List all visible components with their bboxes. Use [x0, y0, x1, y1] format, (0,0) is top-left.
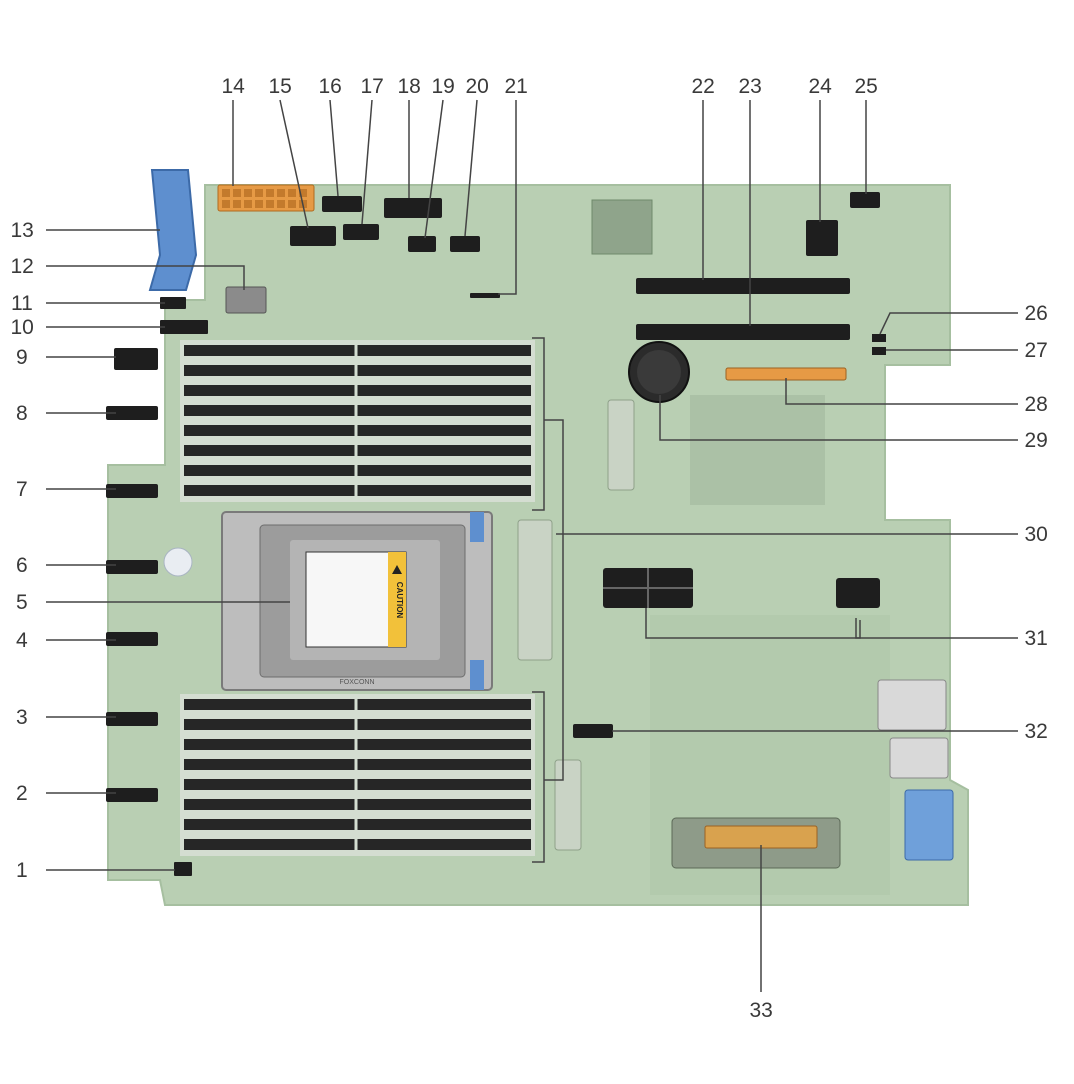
pcie-area — [636, 192, 886, 381]
rj45-port — [877, 679, 947, 731]
callout-26: 26 — [1024, 301, 1048, 325]
callout-12: 12 — [10, 254, 34, 278]
callout-18: 18 — [397, 74, 421, 98]
rear-io — [573, 679, 954, 861]
caution-label-stripe — [388, 552, 406, 647]
board-shade-right — [690, 395, 825, 505]
callout-14: 14 — [221, 74, 245, 98]
callout-3: 3 — [16, 705, 28, 729]
socket-silkscreen: FOXCONN — [340, 679, 375, 686]
dimm-bank-lower — [180, 694, 535, 856]
connector-19 — [408, 236, 436, 252]
standoff-left — [163, 547, 193, 577]
connector-11 — [160, 297, 186, 309]
connector-4 — [106, 632, 158, 646]
leader-lines — [46, 99, 1018, 992]
dimm-bank-upper — [180, 340, 535, 502]
rj45-port — [889, 737, 949, 779]
cpu-socket: CAUTION FOXCONN — [221, 511, 493, 691]
callout-11: 11 — [11, 291, 33, 315]
connector-7 — [106, 484, 158, 498]
callout-27: 27 — [1024, 338, 1048, 362]
connector-1 — [174, 862, 192, 876]
callout-4: 4 — [16, 628, 28, 652]
connector-10 — [160, 320, 208, 334]
caution-title: CAUTION — [395, 582, 404, 619]
callout-29: 29 — [1024, 428, 1048, 452]
callout-10: 10 — [10, 315, 34, 339]
connector-2 — [106, 788, 158, 802]
pcie-slot-22 — [636, 278, 850, 294]
callout-1: 1 — [16, 858, 28, 882]
connector-3 — [106, 712, 158, 726]
top-connectors — [160, 184, 653, 334]
connector-31b — [836, 578, 880, 608]
callout-33: 33 — [749, 998, 773, 1022]
capacitors — [517, 399, 635, 851]
connector-26 — [872, 334, 886, 342]
callout-25: 25 — [854, 74, 878, 98]
pcie-slot-23 — [636, 324, 850, 340]
connector-32 — [573, 724, 613, 738]
coin-battery — [628, 341, 690, 403]
caution-icon — [392, 565, 402, 574]
callout-28: 28 — [1024, 392, 1048, 416]
callout-2: 2 — [16, 781, 28, 805]
storage-connectors — [603, 568, 880, 608]
callout-13: 13 — [10, 218, 34, 242]
chipset — [591, 199, 653, 255]
atx-power-pins — [222, 189, 307, 208]
connector-16 — [322, 196, 362, 212]
connector-33 — [704, 825, 818, 849]
callout-22: 22 — [691, 74, 715, 98]
connector-18 — [384, 198, 442, 218]
callout-31: 31 — [1024, 626, 1048, 650]
callout-30: 30 — [1024, 522, 1048, 546]
blue-socket-tab — [470, 512, 484, 542]
callout-20: 20 — [465, 74, 489, 98]
connector-24 — [806, 220, 838, 256]
callout-16: 16 — [318, 74, 342, 98]
callout-21: 21 — [504, 74, 528, 98]
connector-20 — [450, 236, 480, 252]
callout-7: 7 — [16, 477, 28, 501]
connector-21 — [470, 293, 500, 298]
callout-6: 6 — [16, 553, 28, 577]
callout-5: 5 — [16, 590, 28, 614]
connector-9 — [114, 348, 158, 370]
callout-32: 32 — [1024, 719, 1048, 743]
callout-15: 15 — [268, 74, 292, 98]
callout-8: 8 — [16, 401, 28, 425]
blue-socket-tab — [470, 660, 484, 690]
left-edge — [106, 169, 198, 876]
connector-17 — [343, 224, 379, 240]
callout-17: 17 — [360, 74, 384, 98]
connector-8 — [106, 406, 158, 420]
callout-24: 24 — [808, 74, 832, 98]
callout-9: 9 — [16, 345, 28, 369]
vga-port — [904, 789, 954, 861]
callout-23: 23 — [738, 74, 762, 98]
blue-latch-13 — [148, 169, 198, 291]
connector-6 — [106, 560, 158, 574]
connector-27 — [872, 347, 886, 355]
connector-12 — [225, 286, 267, 314]
callout-19: 19 — [431, 74, 455, 98]
cpu-power-connector — [290, 226, 336, 246]
bottom-connector — [671, 817, 841, 869]
connector-25 — [850, 192, 880, 208]
